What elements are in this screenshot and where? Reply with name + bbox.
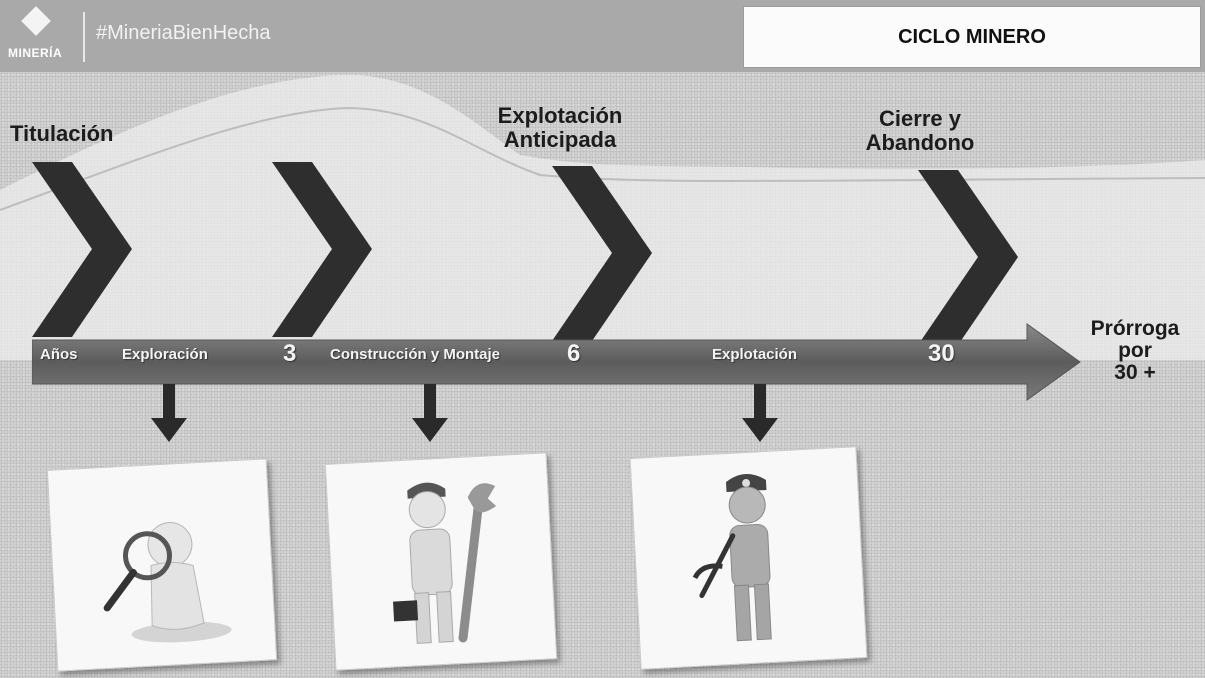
header-divider [83, 12, 85, 62]
timeline-marker-3: 3 [283, 340, 297, 367]
arrow-down-icon [412, 384, 448, 442]
phase-cierre-line2: Abandono [865, 130, 975, 155]
card-explotacion [629, 446, 868, 670]
magnifier-figure-icon [103, 522, 232, 643]
timeline-marker-30: 30 [928, 340, 955, 367]
title-box: CICLO MINERO [743, 6, 1201, 68]
arrow-down-icon [742, 384, 778, 442]
prorroga-label: Prórroga por 30 + [1072, 318, 1198, 384]
card-exploracion [46, 458, 278, 672]
timeline-arrow [32, 323, 1081, 401]
timeline-construccion: Construcción y Montaje [330, 346, 501, 363]
arrow-down-icon [151, 384, 187, 442]
prorroga-line2: por [1118, 339, 1152, 362]
prorroga-line1: Prórroga [1090, 317, 1180, 340]
phase-explotacion-line1: Explotación [497, 103, 623, 128]
logo-text: MINERÍA [8, 46, 63, 60]
logo-diamond-icon [21, 6, 51, 36]
timeline-years-label: Años [40, 346, 78, 363]
hashtag: #MineriaBienHecha [96, 22, 271, 44]
phase-explotacion-line2: Anticipada [503, 127, 617, 152]
worker-wrench-icon [393, 482, 497, 644]
phase-titulacion-label: Titulación [10, 121, 114, 146]
phase-cierre-abandono: Cierre y Abandono [840, 107, 1000, 155]
timeline-explotacion: Explotación [712, 346, 798, 363]
card-construccion [324, 452, 558, 671]
chevron-right-icon [552, 166, 652, 341]
phase-cierre-line1: Cierre y [879, 106, 961, 131]
chevron-right-icon [272, 162, 372, 337]
logo: MINERÍA [8, 6, 68, 64]
miner-pickaxe-icon [692, 474, 772, 642]
chevron-right-icon [32, 162, 132, 337]
timeline-marker-6: 6 [567, 340, 581, 367]
prorroga-line3: 30 + [1114, 361, 1156, 384]
page-title: CICLO MINERO [898, 26, 1046, 48]
timeline-exploracion: Exploración [122, 346, 208, 363]
chevron-right-icon [918, 170, 1018, 345]
phase-explotacion-anticipada: Explotación Anticipada [460, 104, 660, 152]
phase-titulacion: Titulación [10, 122, 150, 146]
